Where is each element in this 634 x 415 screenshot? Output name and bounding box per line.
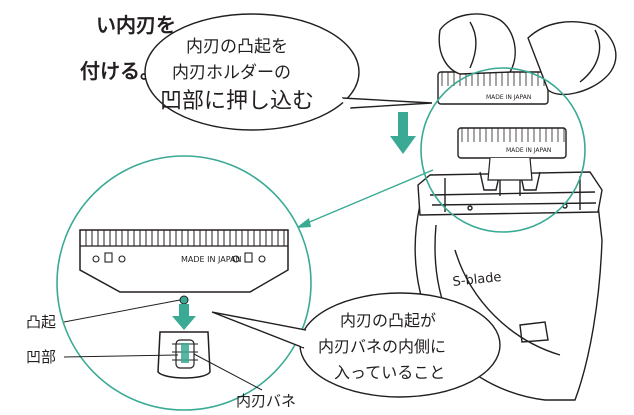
label-protrusion-text: 凸起: [26, 313, 56, 331]
detail-holder-recess: [157, 331, 211, 379]
shaver-body: [414, 170, 603, 401]
top-bubble-line1: 内刃の凸起を: [186, 37, 288, 57]
down-arrow-icon: [390, 112, 416, 154]
label-protrusion: 凸起: [26, 299, 181, 331]
label-recess-text: 凹部: [26, 348, 56, 366]
top-speech-bubble: 内刃の凸起を 内刃ホルダーの 凹部に押し込む: [144, 13, 433, 131]
inner-blade-lower: MADE IN JAPAN: [457, 127, 567, 181]
detail-inner-blade: MADE IN JAPAN: [79, 229, 289, 305]
brand-name: S-blade: [452, 270, 502, 290]
right-bubble-line2: 内刃バネの内側に: [318, 337, 446, 356]
fingers: [438, 13, 617, 96]
right-speech-bubble: 内刃の凸起が 内刃バネの内側に 入っていること: [211, 292, 501, 398]
label-recess: 凹部: [26, 348, 179, 366]
inner-blade-upper-marking: MADE IN JAPAN: [486, 94, 531, 101]
top-bubble-line3: 凹部に押し込む: [160, 89, 314, 114]
top-bubble-line2: 内刃ホルダーの: [172, 63, 291, 83]
label-spring-text: 内刃バネ: [236, 392, 296, 410]
instruction-heading-line1: い内刃を: [96, 13, 176, 37]
zoom-focus-circle: [420, 67, 586, 233]
inner-blade-lower-marking: MADE IN JAPAN: [506, 147, 551, 154]
inner-blade-upper: MADE IN JAPAN: [437, 71, 549, 105]
callout-pointer-arrow-icon: [296, 169, 434, 228]
label-spring: 内刃バネ: [193, 353, 296, 410]
detail-down-arrow-icon: [172, 304, 196, 330]
detail-blade-marking: MADE IN JAPAN: [181, 255, 241, 264]
right-bubble-line3: 入っていること: [334, 363, 445, 382]
right-bubble-line1: 内刃の凸起が: [340, 311, 436, 330]
